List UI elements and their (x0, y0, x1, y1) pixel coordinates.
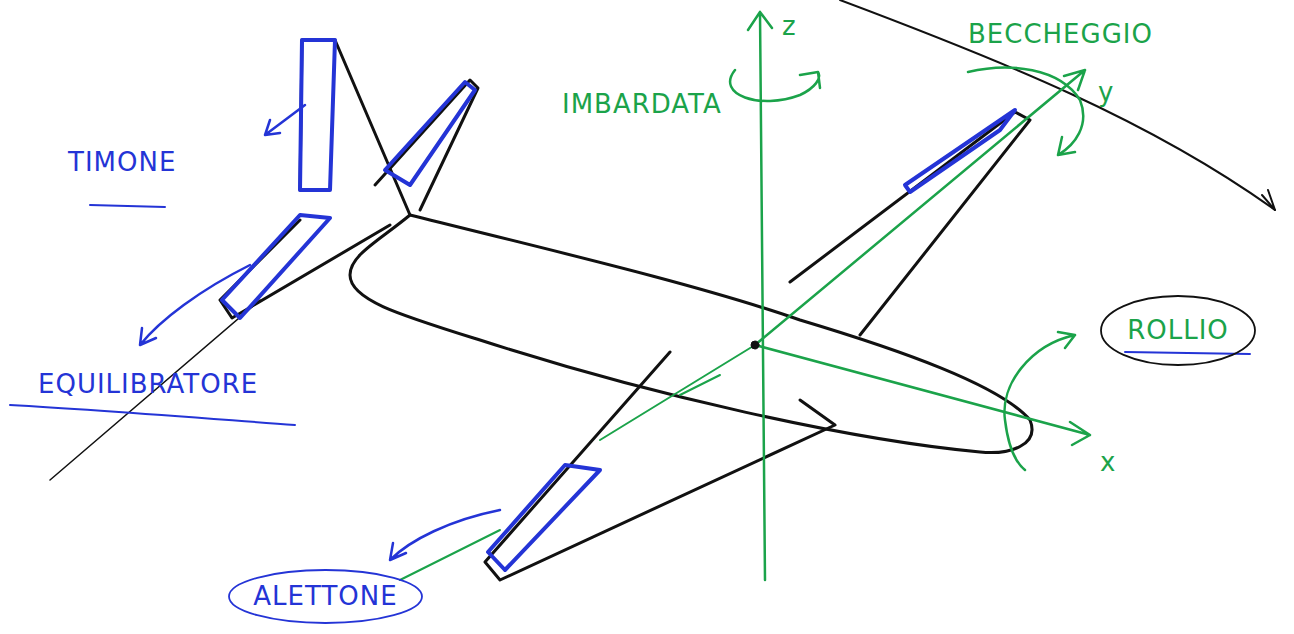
node-text: ALETTONE (227, 582, 424, 611)
part-label: TIMONE (68, 148, 176, 177)
axis-name: y (1098, 78, 1114, 107)
axis-rotation-label: BECCHEGGIO (968, 20, 1153, 49)
part-bubble: ALETTONE (227, 568, 424, 625)
part-label: EQUILIBRATORE (38, 370, 258, 399)
axis-rotation-label: IMBARDATA (562, 90, 722, 119)
axis-name: x (1100, 448, 1116, 477)
node-text: ROLLIO (1099, 316, 1257, 345)
rotation-bubble: ROLLIO (1099, 294, 1257, 367)
axis-name: z (782, 12, 797, 41)
